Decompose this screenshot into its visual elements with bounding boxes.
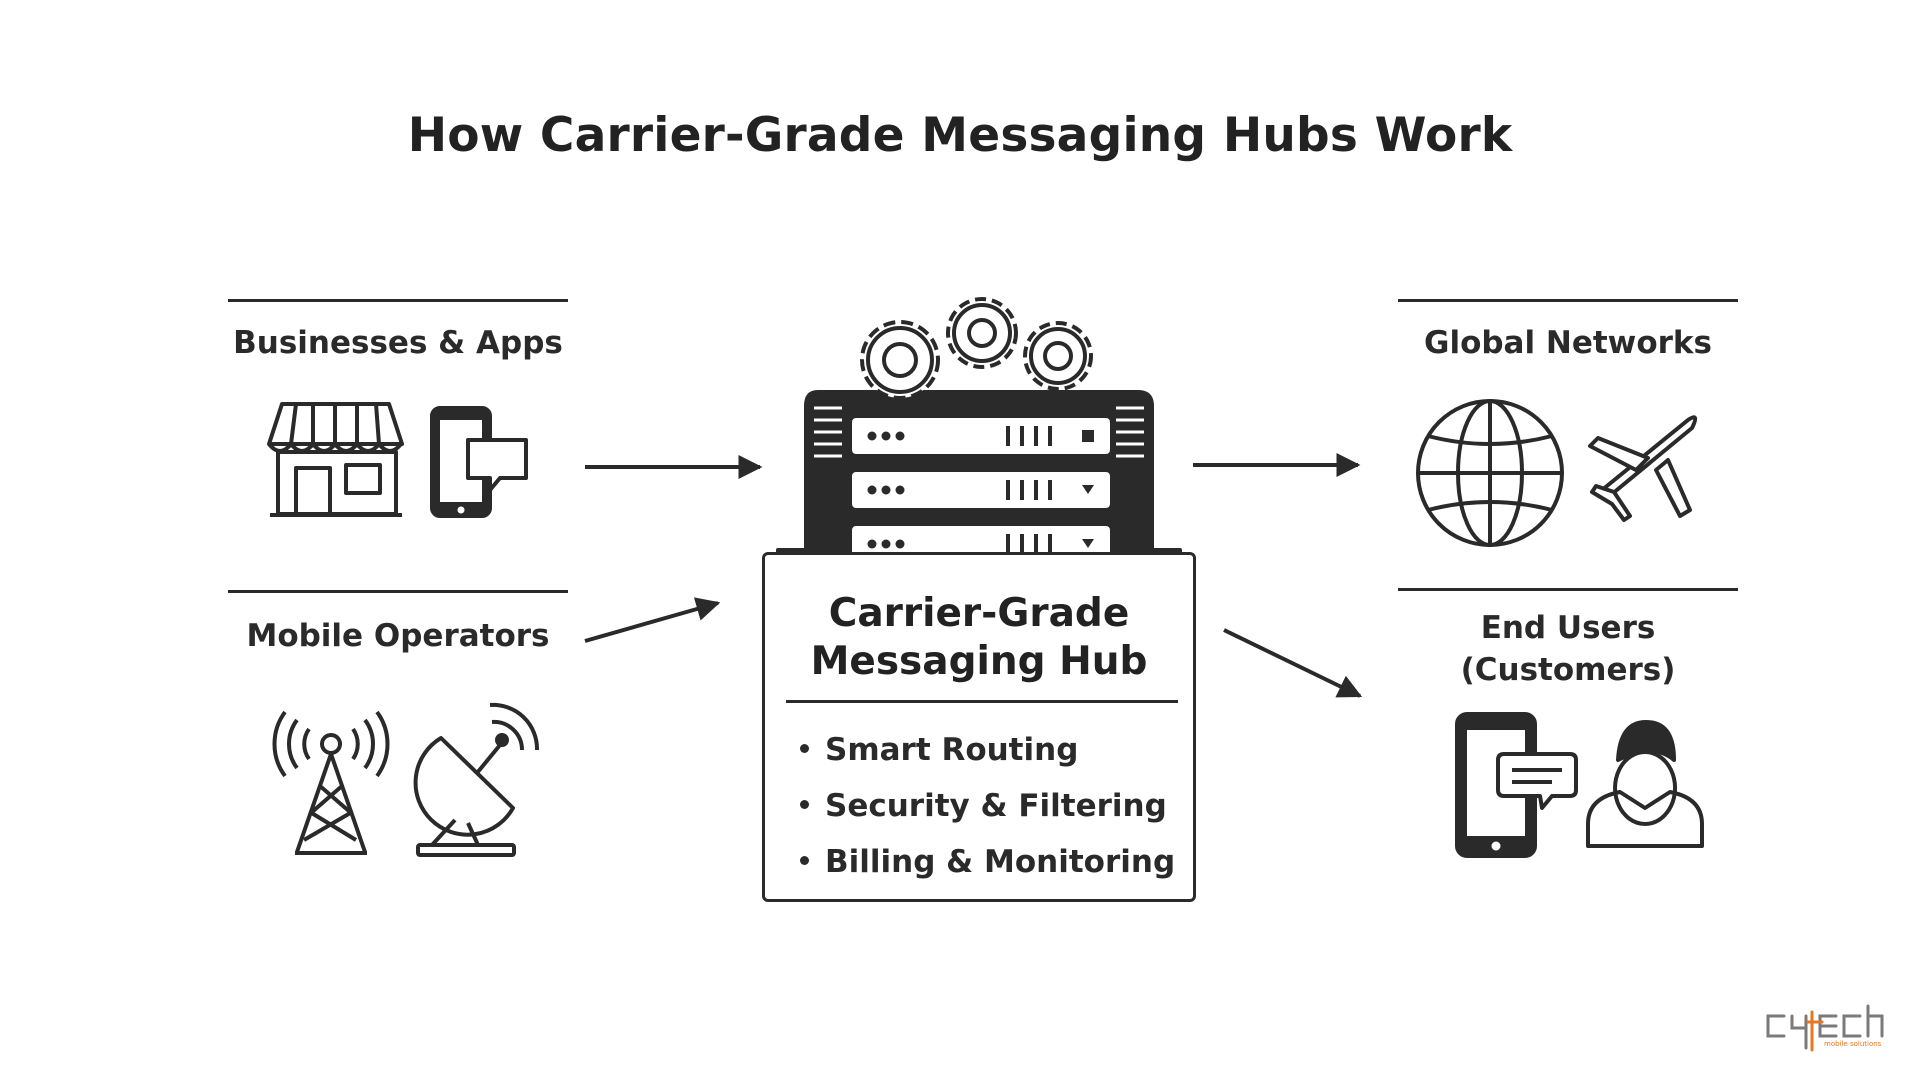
arrow-operators-to-hub bbox=[584, 597, 721, 643]
hub-feature-label: Smart Routing bbox=[825, 732, 1079, 768]
hub-feature-item: Billing & Monitoring bbox=[800, 834, 1175, 890]
end-users-label-line2: (Customers) bbox=[1460, 652, 1676, 688]
hub-feature-list: Smart Routing Security & Filtering Billi… bbox=[800, 722, 1175, 890]
cytech-logo: mobile solutions bbox=[1766, 1004, 1884, 1052]
server-rack-icon bbox=[776, 390, 1182, 566]
bullet-icon bbox=[800, 744, 809, 753]
user-icon bbox=[1586, 720, 1704, 848]
end-users-divider bbox=[1398, 588, 1738, 591]
svg-text:mobile solutions: mobile solutions bbox=[1824, 1040, 1882, 1048]
diagram-title: How Carrier-Grade Messaging Hubs Work bbox=[407, 108, 1513, 163]
globe-icon bbox=[1416, 399, 1564, 547]
businesses-label: Businesses & Apps bbox=[233, 325, 563, 361]
arrow-hub-to-end-users bbox=[1223, 628, 1363, 698]
bullet-icon bbox=[800, 856, 809, 865]
hub-card bbox=[762, 552, 1196, 902]
hub-title-line2: Messaging Hub bbox=[810, 639, 1148, 684]
hub-divider bbox=[786, 700, 1178, 703]
bullet-icon bbox=[800, 800, 809, 809]
networks-divider bbox=[1398, 299, 1738, 302]
hub-feature-label: Security & Filtering bbox=[825, 788, 1167, 824]
hub-feature-label: Billing & Monitoring bbox=[825, 844, 1176, 880]
cell-tower-icon bbox=[272, 710, 390, 855]
businesses-divider bbox=[228, 299, 568, 302]
hub-feature-item: Security & Filtering bbox=[800, 778, 1175, 834]
storefront-icon bbox=[267, 402, 404, 517]
airplane-icon bbox=[1588, 415, 1698, 522]
gears-icon bbox=[860, 297, 1093, 400]
smartphone-chat-icon bbox=[430, 406, 528, 518]
hub-title: Carrier-Grade Messaging Hub bbox=[762, 590, 1196, 686]
hub-feature-item: Smart Routing bbox=[800, 722, 1175, 778]
operators-label: Mobile Operators bbox=[246, 618, 550, 654]
end-users-label-line1: End Users bbox=[1480, 610, 1656, 646]
hub-title-line1: Carrier-Grade bbox=[828, 591, 1130, 636]
satellite-dish-icon bbox=[413, 702, 540, 857]
networks-label: Global Networks bbox=[1424, 325, 1712, 361]
smartphone-chat-icon bbox=[1455, 712, 1578, 858]
operators-divider bbox=[228, 590, 568, 593]
